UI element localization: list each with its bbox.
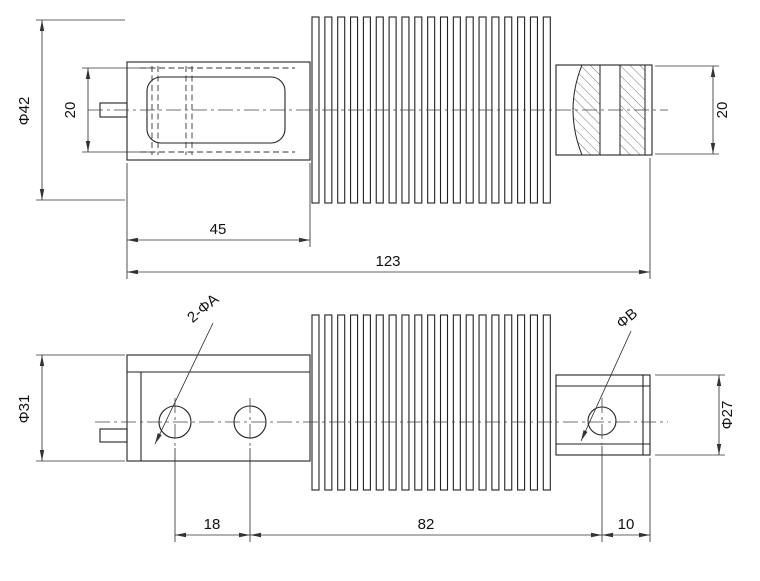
dim-right-diameter: Φ27	[655, 374, 736, 456]
right-body-bottom	[555, 374, 651, 456]
bellows-fin	[311, 314, 320, 491]
dim-right-diameter-label: Φ27	[719, 401, 736, 430]
dim-left-diameter-label: Φ31	[16, 395, 33, 424]
bellows-fins-bottom	[311, 314, 551, 491]
leader-holes-a-label: 2-ΦA	[184, 291, 222, 327]
dim-edge-label: 10	[618, 516, 635, 533]
dim-span-label: 82	[418, 516, 435, 533]
dim-left-diameter: Φ31	[16, 354, 125, 462]
leader-hole-b: ΦB	[580, 305, 641, 442]
dim-chain-bottom: 18 82 10	[174, 446, 651, 542]
dim-hole-pitch-label: 18	[204, 516, 221, 533]
cable-pin-bottom	[99, 428, 128, 443]
top-view: Φ42 20 20 45 123	[16, 16, 731, 279]
dim-bore-label: 20	[62, 102, 79, 119]
dim-overall-diameter: Φ42	[16, 19, 125, 201]
hidden-lines-top	[140, 66, 295, 155]
dim-total-length-label: 123	[375, 253, 400, 270]
dim-right-end: 20	[655, 65, 731, 155]
leader-hole-b-label: ΦB	[613, 305, 641, 332]
dim-block-length: 45 123	[126, 158, 651, 279]
leader-holes-a: 2-ΦA	[154, 291, 222, 445]
dim-overall-diameter-label: Φ42	[16, 97, 33, 126]
dim-right-end-label: 20	[714, 102, 731, 119]
dim-block-length-label: 45	[210, 221, 227, 238]
left-body-top	[126, 61, 311, 161]
dim-bore: 20	[62, 67, 150, 153]
bottom-view: 2-ΦA ΦB Φ31 Φ27 18	[16, 291, 736, 542]
left-body-bottom	[126, 354, 311, 462]
